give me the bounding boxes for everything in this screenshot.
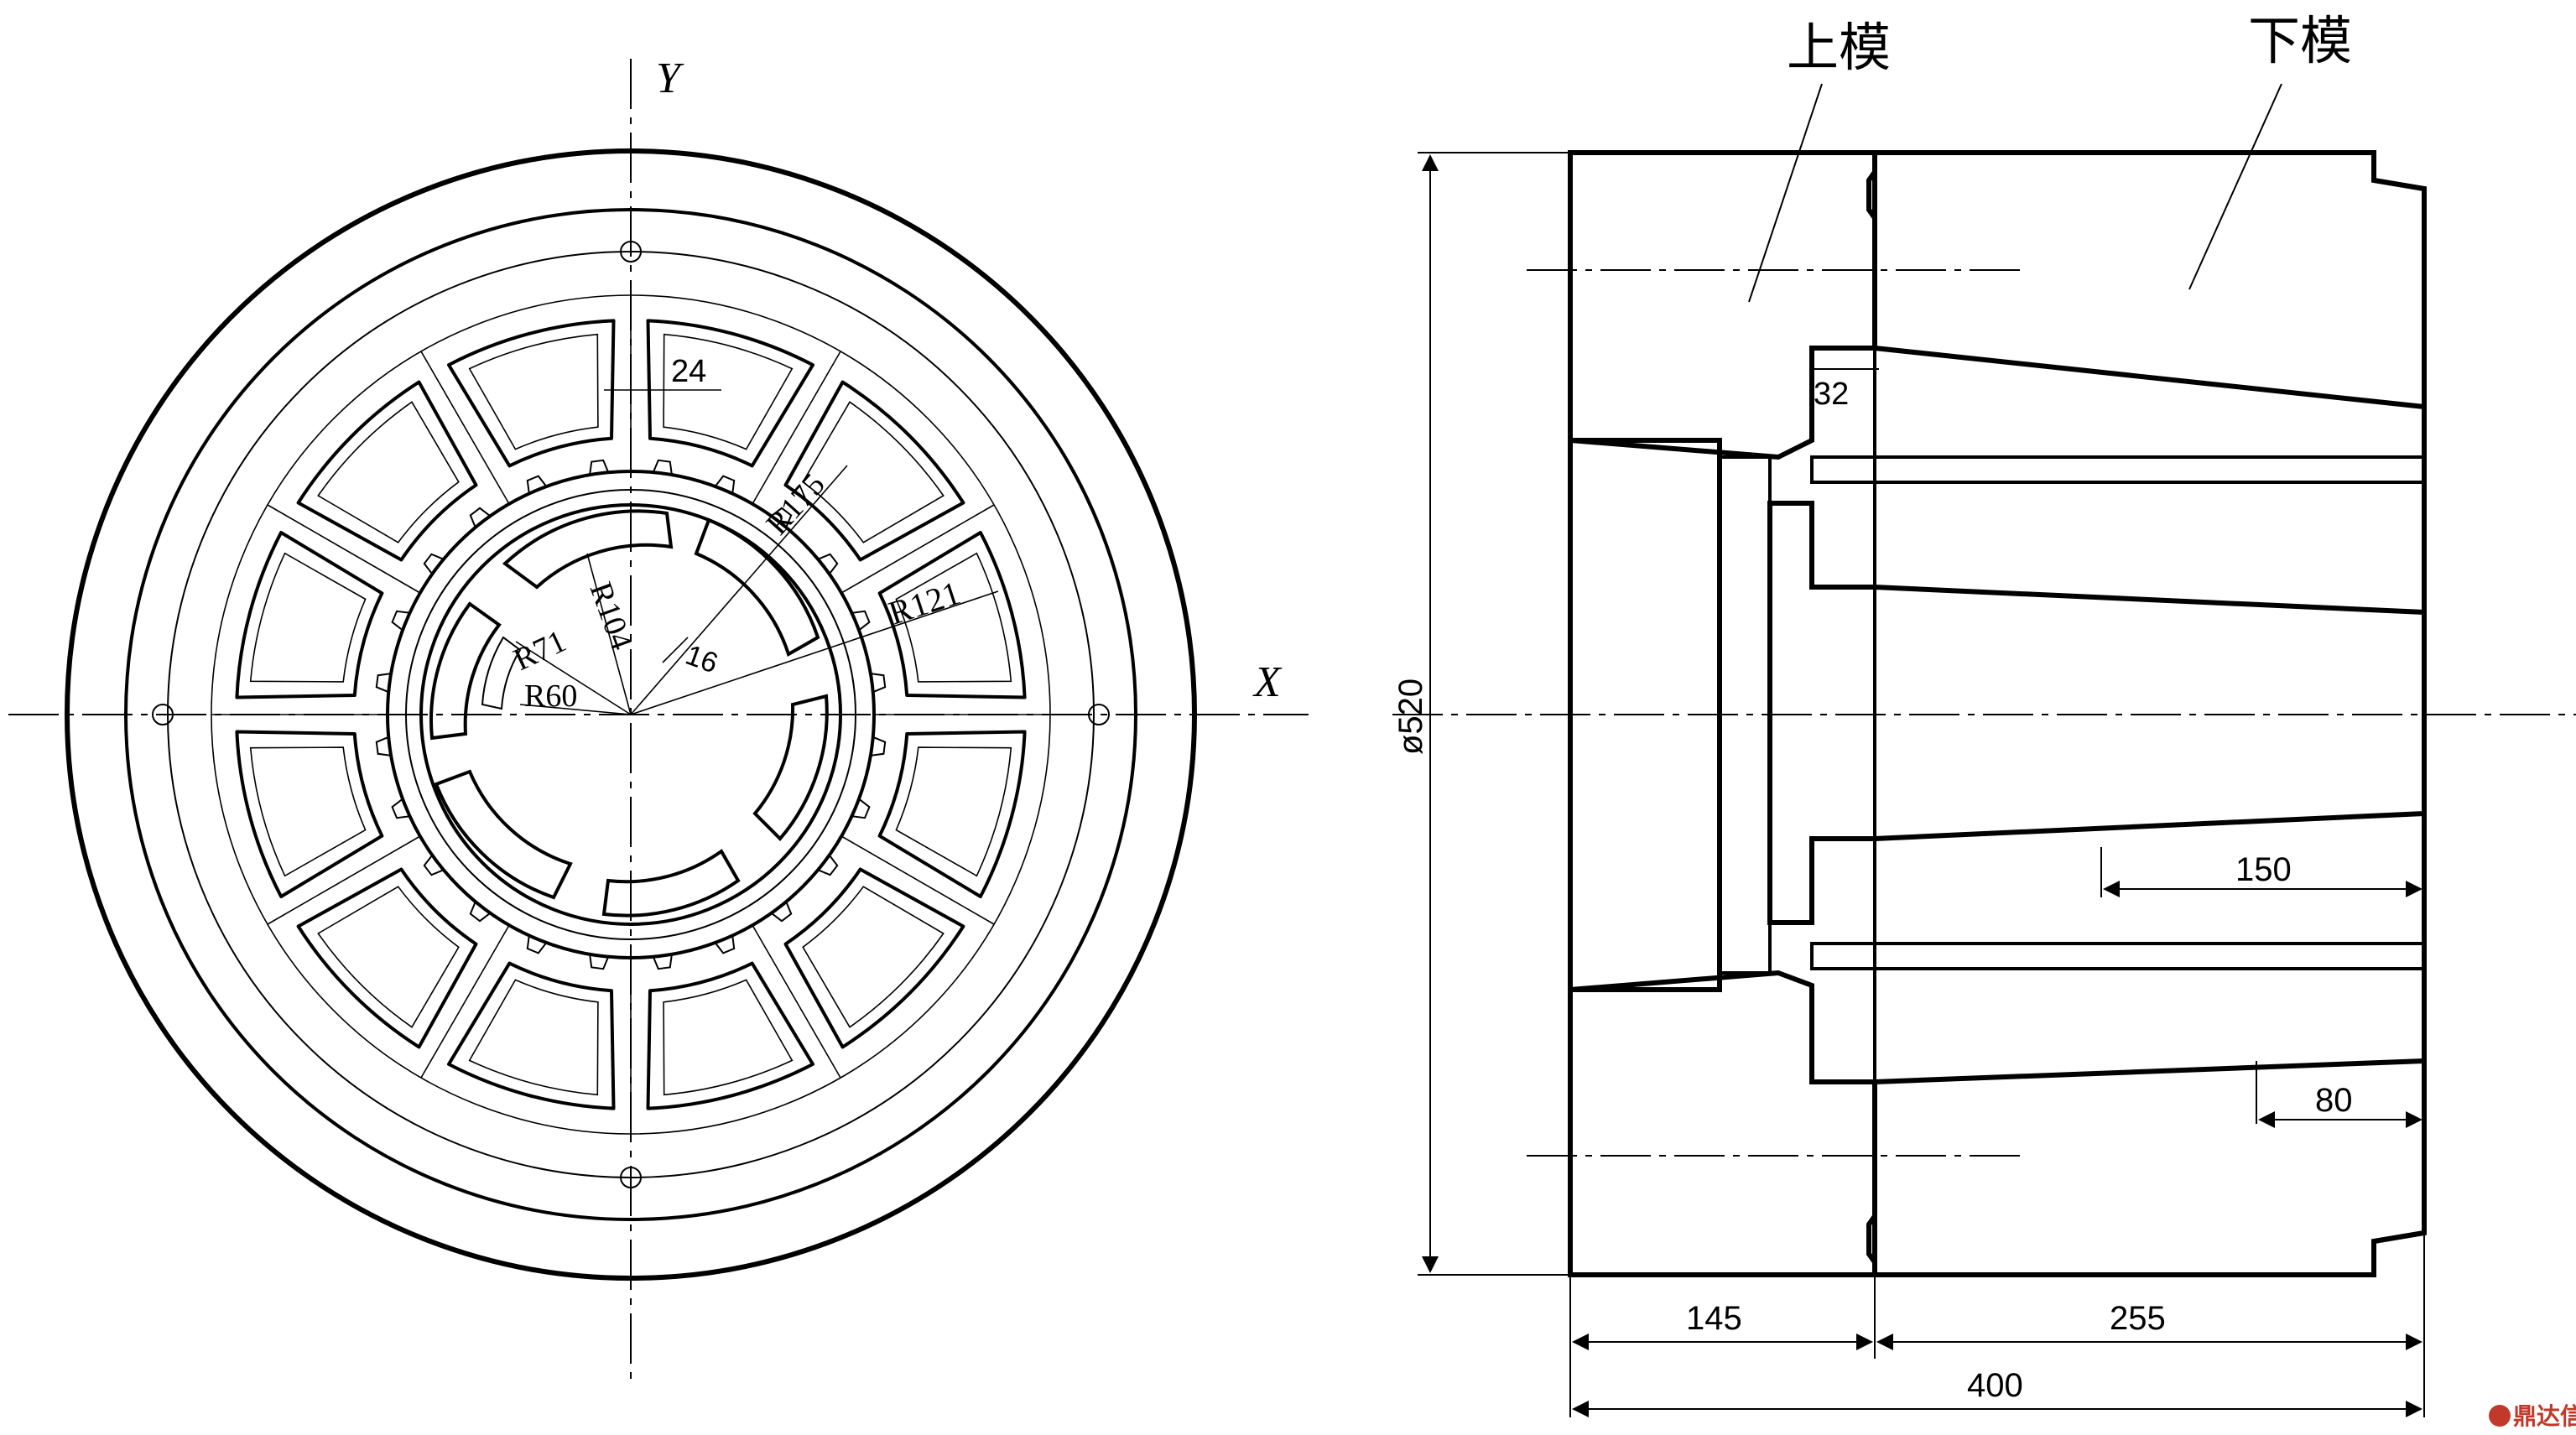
spoke-pocket-inner [468, 333, 599, 450]
spoke-pocket [235, 730, 384, 898]
spoke-pocket [447, 319, 616, 468]
hub-tooth [851, 610, 871, 632]
hub-core-circle [419, 503, 842, 926]
dim-400: 400 [1967, 1367, 2023, 1404]
front-dimension-lines [515, 389, 999, 715]
upper-die-leader [1748, 83, 1823, 303]
hub-tooth [714, 475, 736, 494]
hub-tooth [652, 954, 673, 970]
spoke-pocket-inner [895, 552, 1012, 683]
section-view: 上模 下模 ø520 145 255 400 150 80 32 [1392, 13, 2576, 1417]
spoke-pocket-inner [317, 886, 460, 1028]
front-view: Y X 24 R175 R121 R104 16 R71 R60 [8, 55, 1309, 1384]
spoke-line [840, 504, 995, 594]
dim-r71: R71 [508, 623, 571, 678]
lower-die-leader [2188, 83, 2282, 290]
hub-tooth [817, 553, 839, 575]
spoke-pocket-inner [249, 746, 367, 877]
spoke-line [267, 504, 421, 594]
spoke-pocket-inner [663, 333, 794, 450]
spoke-pocket [783, 380, 965, 562]
spoke-pocket-inner [802, 886, 945, 1028]
dim-145: 145 [1686, 1300, 1742, 1337]
upper-die-label: 上模 [1787, 19, 1891, 77]
spoke-pocket-inner [802, 401, 945, 543]
hub-tooth [770, 901, 793, 923]
hub-tooth [652, 459, 673, 476]
lower-die-label: 下模 [2248, 13, 2352, 70]
bolt-holes [152, 241, 1110, 1188]
spoke-lines [211, 295, 1050, 1134]
spoke-pocket [296, 867, 478, 1049]
hub-tooth [589, 954, 610, 970]
spoke-pocket [646, 961, 814, 1110]
spoke-pocket-inner [249, 552, 367, 683]
spoke-pocket [296, 380, 478, 562]
hub-tooth [589, 459, 610, 476]
hub-tooth [526, 935, 548, 954]
dim-diameter-520: ø520 [1392, 679, 1429, 755]
spoke-line [840, 835, 995, 925]
hub-tooth [375, 736, 392, 756]
spoke-line [420, 351, 510, 505]
hub-tooth [851, 798, 871, 819]
upper-die-section-bottom [1568, 970, 1877, 1277]
inner-slots [429, 509, 829, 918]
dim-r175: R175 [759, 467, 831, 542]
hub-tooth [469, 507, 492, 528]
hub-tooth [375, 673, 392, 694]
x-axis-label: X [1252, 658, 1283, 706]
dim-150: 150 [2235, 851, 2292, 888]
watermark-logo: 鼎达信 [2489, 1402, 2576, 1430]
spoke-line [420, 924, 510, 1079]
spoke-pocket [447, 961, 616, 1110]
spoke-pocket [646, 319, 814, 468]
svg-text:鼎达信: 鼎达信 [2513, 1402, 2576, 1430]
dim-80: 80 [2315, 1082, 2353, 1119]
spoke-pocket [877, 531, 1027, 699]
lower-die-section-top [1872, 150, 2427, 410]
hub-tooth [391, 798, 410, 819]
hub-teeth [375, 459, 887, 970]
hub-tooth [423, 854, 445, 876]
dim-r60: R60 [524, 679, 577, 714]
dim-16: 16 [681, 639, 722, 680]
hub-ring-outer [386, 470, 876, 959]
spoke-pocket-inner [663, 979, 794, 1096]
hub-tooth [770, 507, 793, 528]
spoke-pocket [235, 531, 384, 699]
hub-ring-inner [405, 489, 856, 940]
plate-top [1810, 455, 2426, 484]
lower-die-core [1767, 501, 2427, 925]
hub-tooth [391, 610, 410, 632]
hub-tooth [870, 673, 887, 694]
spoke-line [752, 924, 841, 1079]
hub-tooth [526, 475, 548, 494]
dim-32: 32 [1814, 377, 1849, 412]
hub-tooth [423, 553, 445, 575]
dim-24: 24 [671, 354, 706, 389]
hub-tooth [870, 736, 887, 756]
y-axis-label: Y [656, 55, 684, 102]
plate-bottom [1810, 942, 2426, 970]
dim-255: 255 [2110, 1300, 2166, 1337]
bolt-circle [167, 251, 1095, 1178]
outer-rim-circle [65, 148, 1197, 1281]
outer-flange-circle [124, 208, 1137, 1221]
spoke-pockets [235, 319, 1027, 1110]
hub-tooth [469, 901, 492, 923]
spoke-line [752, 351, 841, 505]
spoke-pocket-inner [468, 979, 599, 1096]
hub-tooth [714, 935, 736, 954]
spoke-pocket [877, 730, 1027, 898]
spoke-pocket-inner [895, 746, 1012, 877]
hub-tooth [817, 854, 839, 876]
spoke-pocket [783, 867, 965, 1049]
spoke-line [267, 835, 421, 925]
spoke-pocket-inner [317, 401, 460, 543]
